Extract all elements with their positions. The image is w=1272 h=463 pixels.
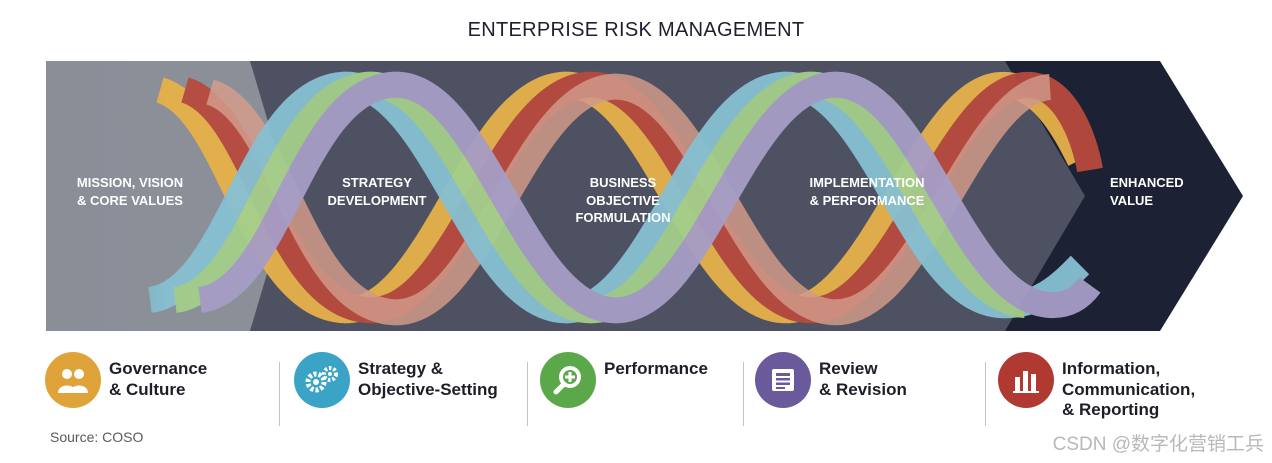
bar-chart-icon: [998, 352, 1054, 408]
component-governance: Governance & Culture: [45, 352, 207, 422]
page-title: ENTERPRISE RISK MANAGEMENT: [467, 19, 805, 41]
magnifier-icon: [540, 352, 596, 408]
divider: [527, 362, 528, 426]
stage-label-strategy: STRATEGY DEVELOPMENT: [327, 175, 427, 208]
component-information: Information, Communication, & Reporting: [998, 352, 1195, 422]
helix-ribbon-cool: [147, 71, 1101, 324]
component-performance: Performance: [540, 352, 708, 422]
stage-label-enhanced-value: ENHANCED VALUE: [1110, 175, 1184, 208]
divider: [743, 362, 744, 426]
stage-label-business-objective: BUSINESS OBJECTIVE FORMULATION: [575, 175, 671, 225]
component-label-performance: Performance: [604, 359, 708, 378]
people-icon: [45, 352, 101, 408]
component-label-review: Review & Revision: [819, 359, 907, 399]
component-label-information: Information, Communication, & Reporting: [1062, 359, 1196, 419]
component-strategy: Strategy & Objective-Setting: [294, 352, 498, 422]
helix-ribbon-warm: [155, 71, 1103, 326]
stage-label-implementation: IMPLEMENTATION & PERFORMANCE: [809, 175, 925, 208]
stage-label-mission: MISSION, VISION & CORE VALUES: [76, 175, 184, 208]
component-label-strategy: Strategy & Objective-Setting: [358, 359, 498, 399]
component-label-governance: Governance & Culture: [109, 359, 208, 399]
process-arrow-band: [46, 61, 1243, 331]
divider: [985, 362, 986, 426]
document-icon: [755, 352, 811, 408]
divider: [279, 362, 280, 426]
source-caption: Source: COSO: [50, 429, 144, 445]
component-review: Review & Revision: [755, 352, 907, 422]
watermark: CSDN @数字化营销工兵: [1052, 434, 1264, 455]
gears-icon: [294, 352, 350, 408]
